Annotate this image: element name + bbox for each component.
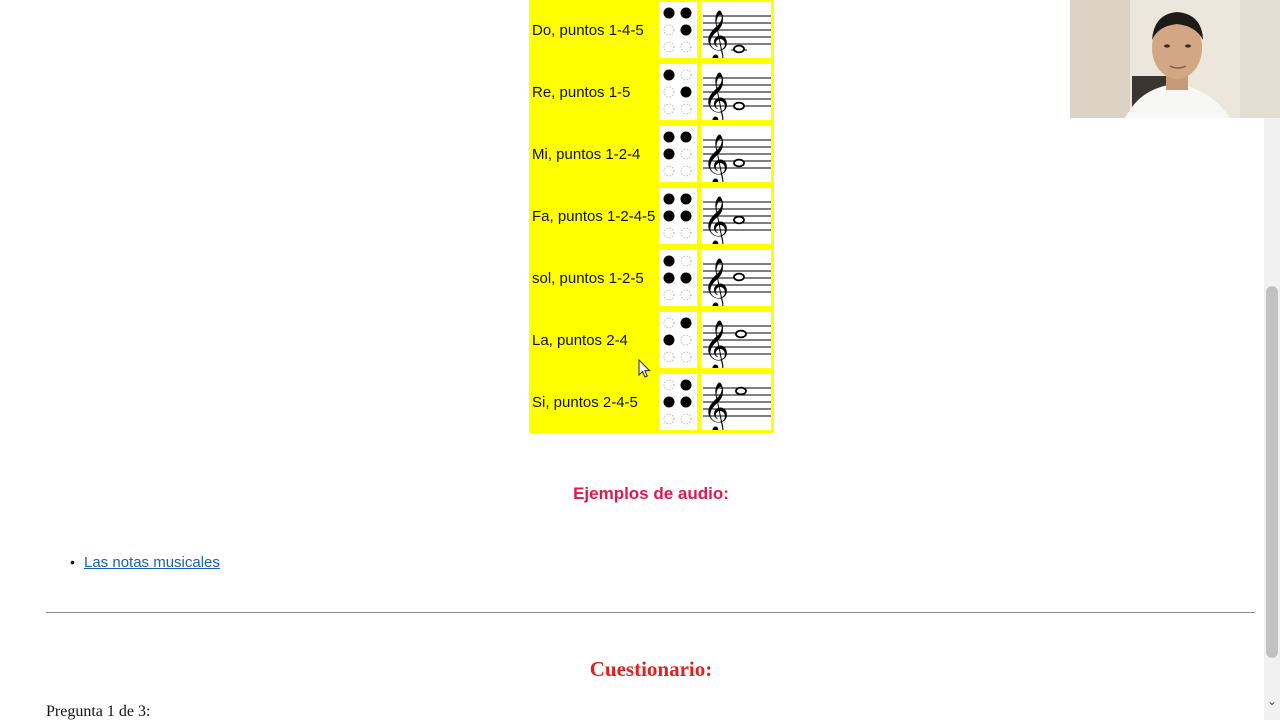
braille-dot-raised <box>680 379 692 391</box>
note-row: Si, puntos 2-4-5 𝄞 <box>529 372 774 434</box>
braille-cell <box>659 126 697 182</box>
braille-dot-raised <box>663 7 675 19</box>
treble-clef-icon: 𝄞 <box>703 382 729 430</box>
horizontal-divider <box>46 612 1255 613</box>
braille-dot-raised <box>663 255 675 267</box>
webcam-overlay <box>1070 0 1280 118</box>
staff-cell: 𝄞 <box>701 374 771 430</box>
braille-dot-empty <box>663 351 675 363</box>
braille-dot-empty <box>663 86 675 98</box>
braille-cell <box>659 374 697 430</box>
staff-cell: 𝄞 <box>701 250 771 306</box>
music-notes-braille-table: Do, puntos 1-4-5𝄞Re, puntos 1-5𝄞Mi, punt… <box>529 0 774 433</box>
note-row: Fa, puntos 1-2-4-5 𝄞 <box>529 186 774 248</box>
braille-dot-empty <box>680 227 692 239</box>
whole-note-icon <box>735 329 747 339</box>
note-label: Si, puntos 2-4-5 <box>532 394 638 411</box>
note-label: Do, puntos 1-4-5 <box>532 22 644 39</box>
whole-note-icon <box>733 272 745 282</box>
staff-cell: 𝄞 <box>701 2 771 58</box>
braille-dot-empty <box>663 289 675 301</box>
audio-examples-heading: Ejemplos de audio: <box>573 484 729 503</box>
whole-note-icon <box>733 215 745 225</box>
braille-dot-raised <box>680 86 692 98</box>
braille-dot-empty <box>663 41 675 53</box>
whole-note-icon <box>733 101 745 111</box>
staff-cell: 𝄞 <box>701 126 771 182</box>
braille-dot-empty <box>680 103 692 115</box>
note-label: La, puntos 2-4 <box>532 332 628 349</box>
staff-cell: 𝄞 <box>701 312 771 368</box>
treble-clef-icon: 𝄞 <box>703 72 729 120</box>
braille-dot-raised <box>680 193 692 205</box>
braille-cell <box>659 312 697 368</box>
braille-dot-empty <box>663 413 675 425</box>
staff-cell: 𝄞 <box>701 64 771 120</box>
braille-dot-empty <box>680 41 692 53</box>
treble-clef-icon: 𝄞 <box>703 196 729 244</box>
note-row: Do, puntos 1-4-5 𝄞 <box>529 0 774 62</box>
quiz-heading: Cuestionario: <box>589 657 713 681</box>
braille-dot-raised <box>680 396 692 408</box>
braille-dot-raised <box>663 210 675 222</box>
note-row: Re, puntos 1-5 𝄞 <box>529 62 774 124</box>
treble-clef-icon: 𝄞 <box>703 320 729 368</box>
braille-dot-empty <box>663 103 675 115</box>
whole-note-icon <box>733 44 745 54</box>
braille-dot-raised <box>680 210 692 222</box>
braille-dot-empty <box>663 165 675 177</box>
braille-dot-raised <box>663 334 675 346</box>
whole-note-icon <box>735 386 747 396</box>
mouse-pointer-icon <box>638 359 651 378</box>
braille-dot-empty <box>663 24 675 36</box>
question-counter: Pregunta 1 de 3: <box>46 703 151 720</box>
braille-dot-empty <box>680 255 692 267</box>
note-label: Fa, puntos 1-2-4-5 <box>532 208 656 225</box>
braille-dot-empty <box>680 165 692 177</box>
braille-cell <box>659 2 697 58</box>
note-row: Mi, puntos 1-2-4 𝄞 <box>529 124 774 186</box>
braille-dot-empty <box>680 69 692 81</box>
braille-dot-raised <box>680 272 692 284</box>
braille-dot-raised <box>663 69 675 81</box>
note-row: sol, puntos 1-2-5 𝄞 <box>529 248 774 310</box>
audio-link-las-notas-musicales[interactable]: Las notas musicales <box>84 554 220 571</box>
braille-cell <box>659 64 697 120</box>
braille-dot-raised <box>663 148 675 160</box>
scrollbar-thumb[interactable] <box>1266 286 1278 658</box>
treble-clef-icon: 𝄞 <box>703 258 729 306</box>
braille-dot-empty <box>663 317 675 329</box>
note-label: Re, puntos 1-5 <box>532 84 631 101</box>
chevron-down-icon[interactable]: ⌄ <box>1266 694 1278 708</box>
treble-clef-icon: 𝄞 <box>703 10 729 58</box>
braille-cell <box>659 250 697 306</box>
braille-dot-raised <box>663 193 675 205</box>
braille-dot-empty <box>680 334 692 346</box>
braille-dot-raised <box>680 317 692 329</box>
whole-note-icon <box>733 158 745 168</box>
note-row: La, puntos 2-4 𝄞 <box>529 310 774 372</box>
braille-dot-raised <box>680 24 692 36</box>
braille-dot-raised <box>663 396 675 408</box>
braille-dot-empty <box>680 413 692 425</box>
braille-dot-empty <box>680 289 692 301</box>
note-label: Mi, puntos 1-2-4 <box>532 146 641 163</box>
braille-dot-raised <box>663 131 675 143</box>
braille-dot-raised <box>680 131 692 143</box>
page-scrollbar[interactable]: ⌄ <box>1264 118 1280 720</box>
braille-dot-raised <box>680 7 692 19</box>
braille-dot-empty <box>680 351 692 363</box>
audio-links-list: Las notas musicales <box>70 554 220 571</box>
list-item: Las notas musicales <box>70 554 220 571</box>
braille-dot-raised <box>663 272 675 284</box>
braille-dot-empty <box>680 148 692 160</box>
staff-cell: 𝄞 <box>701 188 771 244</box>
braille-cell <box>659 188 697 244</box>
treble-clef-icon: 𝄞 <box>703 134 729 182</box>
braille-dot-empty <box>663 227 675 239</box>
braille-dot-empty <box>663 379 675 391</box>
note-label: sol, puntos 1-2-5 <box>532 270 644 287</box>
